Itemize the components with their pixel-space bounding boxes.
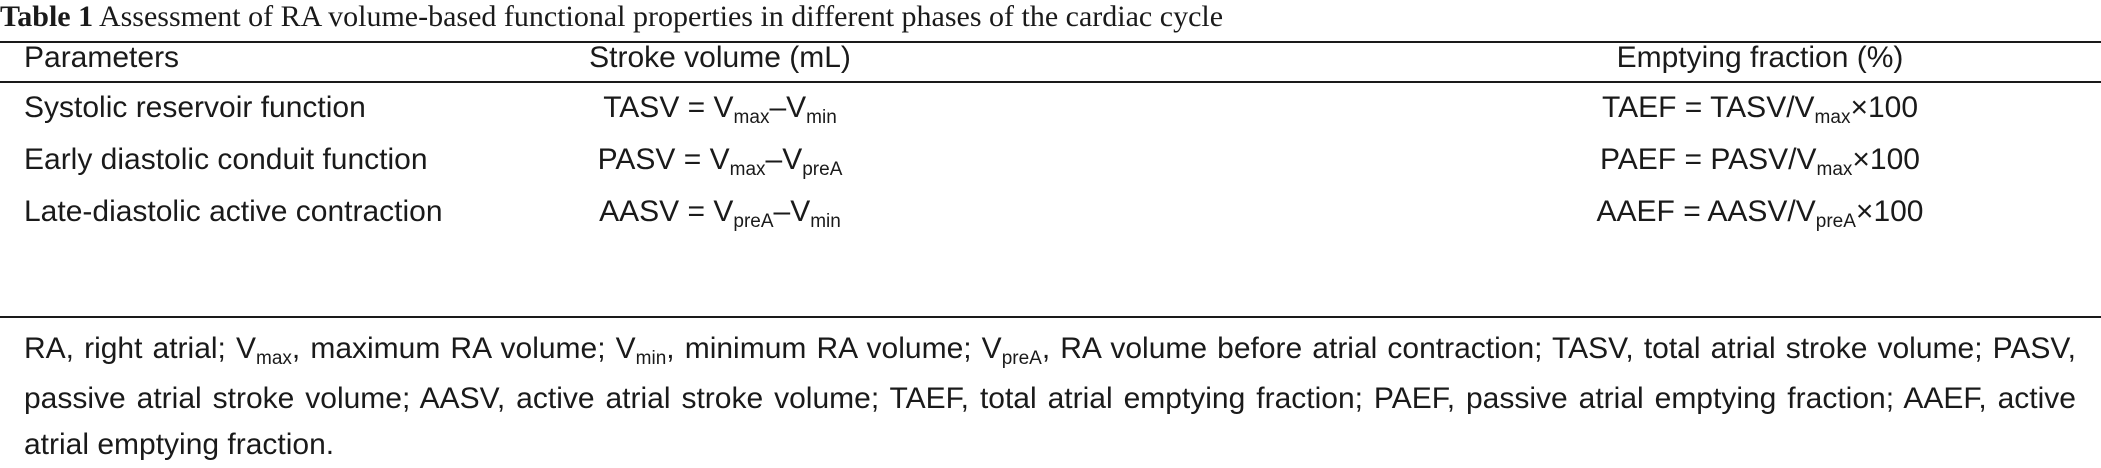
row-emptying-fraction: TAEF = TASV/Vmax×100 [1601, 91, 1919, 128]
header-emptying-fraction: Emptying fraction (%) [1616, 41, 1904, 74]
row-stroke-volume: TASV = Vmax–Vmin [603, 91, 837, 128]
row-emptying-fraction: AAEF = AASV/VpreA×100 [1596, 195, 1924, 232]
table-bottom-rule [0, 316, 2101, 318]
table-footnote: RA, right atrial; Vmax, maximum RA volum… [24, 332, 2077, 461]
row-parameter: Early diastolic conduit function [24, 143, 428, 176]
table-caption-label: Table 1 [0, 0, 94, 33]
row-emptying-fraction: PAEF = PASV/Vmax×100 [1600, 143, 1920, 180]
table-caption-text: Assessment of RA volume-based functional… [93, 0, 1224, 33]
row-stroke-volume: AASV = VpreA–Vmin [599, 195, 841, 232]
row-parameter: Late-diastolic active contraction [24, 195, 443, 228]
row-parameter: Systolic reservoir function [24, 91, 366, 124]
row-stroke-volume: PASV = Vmax–VpreA [597, 143, 843, 180]
header-parameters: Parameters [24, 41, 180, 74]
table-top-rule [0, 41, 2101, 43]
table-header-row: Parameters Stroke volume (mL) Emptying f… [0, 40, 2101, 84]
table-header-rule [0, 81, 2101, 83]
header-stroke-volume: Stroke volume (mL) [589, 41, 851, 74]
table-caption: Table 1 Assessment of RA volume-based fu… [0, 0, 1223, 40]
